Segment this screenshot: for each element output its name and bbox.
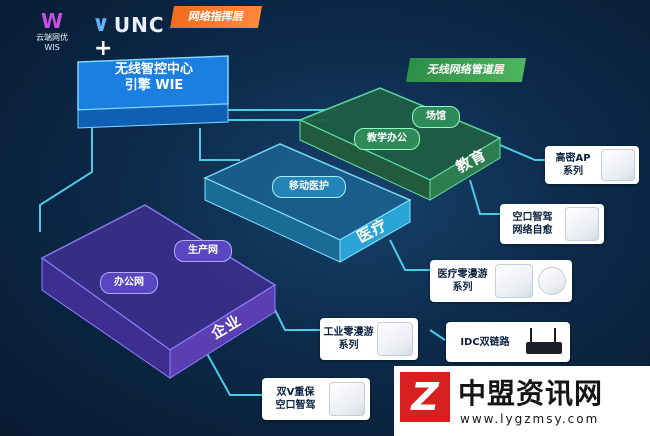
device-subtitle: 系列 — [338, 340, 359, 351]
device-title: IDC双链路 — [460, 336, 510, 348]
pill-venue: 场馆 — [412, 106, 460, 128]
pill-teaching-office: 教学办公 — [354, 128, 420, 150]
watermark: Z 中盟资讯网 www.lygzmsy.com — [394, 366, 650, 436]
round-ap-image — [538, 267, 566, 295]
connector-airsmart — [469, 179, 500, 215]
access-point-image — [495, 264, 533, 298]
engine-subtitle: 引擎 WIE — [124, 78, 184, 93]
device-title: 空口智驾 — [512, 212, 553, 223]
access-point-image — [329, 382, 365, 416]
router-image — [524, 328, 564, 356]
router-antenna-right — [554, 328, 556, 344]
command-layer-tag: 网络指挥层 — [170, 6, 262, 28]
router-body — [526, 342, 562, 354]
pipeline-layer-tag: 无线网络管道层 — [405, 58, 527, 82]
device-card-idc-dual-link: IDC双链路 — [446, 322, 570, 362]
wis-logo: W 云端网优 WIS — [32, 10, 72, 52]
connector-industrial — [269, 299, 320, 331]
engine-title: 无线智控中心 — [114, 62, 193, 77]
device-card-medical-roaming: 医疗零漫游 系列 — [430, 260, 572, 302]
connector-idc — [429, 329, 446, 341]
watermark-title: 中盟资讯网 — [458, 377, 604, 410]
wis-logo-sub: WIS — [44, 43, 60, 52]
unc-logo-text: UNC — [113, 12, 165, 37]
watermark-logo-icon: Z — [400, 372, 450, 422]
connector-highdensity — [499, 144, 545, 161]
device-title: 医疗零漫游 — [437, 269, 488, 280]
device-card-air-smart: 空口智驾 网络自愈 — [500, 204, 604, 244]
connector-medical-roaming — [389, 239, 430, 271]
pill-office-net: 办公网 — [100, 272, 158, 294]
pill-mobile-care: 移动医护 — [272, 176, 346, 198]
router-antenna-left — [530, 328, 532, 344]
device-title: 高密AP — [555, 153, 591, 164]
engine-block: 无线智控中心 引擎 WIE — [80, 62, 228, 94]
device-subtitle: 系列 — [452, 282, 473, 293]
device-subtitle: 网络自愈 — [512, 225, 553, 236]
connector-dualv — [204, 349, 265, 396]
plus-sign: + — [94, 36, 113, 61]
access-point-image — [601, 149, 635, 181]
connector-engine-enterprise — [39, 128, 93, 232]
watermark-url: www.lygzmsy.com — [460, 412, 600, 426]
access-point-image — [377, 322, 413, 356]
unc-logo-icon: ∨ — [92, 12, 110, 37]
access-point-image — [565, 207, 599, 241]
wis-logo-text: 云端网优 — [36, 33, 68, 42]
device-card-high-density-ap: 高密AP 系列 — [545, 146, 639, 184]
device-title: 双V重保 — [276, 387, 315, 398]
pill-production-net: 生产网 — [174, 240, 232, 262]
device-subtitle: 空口智驾 — [275, 400, 316, 411]
device-card-dual-v: 双V重保 空口智驾 — [262, 378, 370, 420]
device-title: 工业零漫游 — [323, 327, 374, 338]
device-subtitle: 系列 — [563, 166, 583, 177]
device-card-industrial-roaming: 工业零漫游 系列 — [320, 318, 418, 360]
wis-logo-icon: W — [41, 9, 64, 33]
connector-engine-medical — [199, 128, 240, 161]
unc-logo: ∨ UNC — [92, 12, 165, 37]
